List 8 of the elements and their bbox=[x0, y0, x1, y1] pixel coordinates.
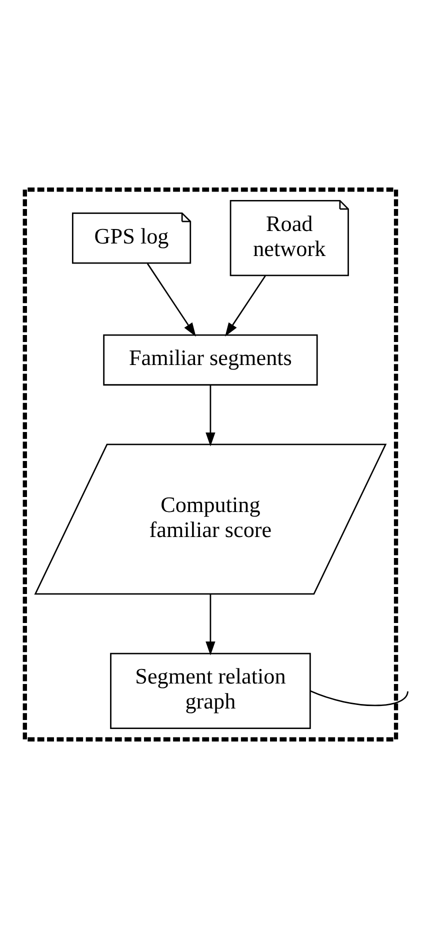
arrow bbox=[146, 263, 196, 337]
cluster bbox=[22, 188, 398, 742]
arrow bbox=[225, 275, 266, 337]
node-box: Familiar segments bbox=[103, 334, 318, 386]
arrow bbox=[206, 385, 216, 446]
connector bbox=[310, 690, 408, 706]
arrow bbox=[206, 594, 216, 656]
node-box: Segment relation graph bbox=[110, 652, 311, 729]
